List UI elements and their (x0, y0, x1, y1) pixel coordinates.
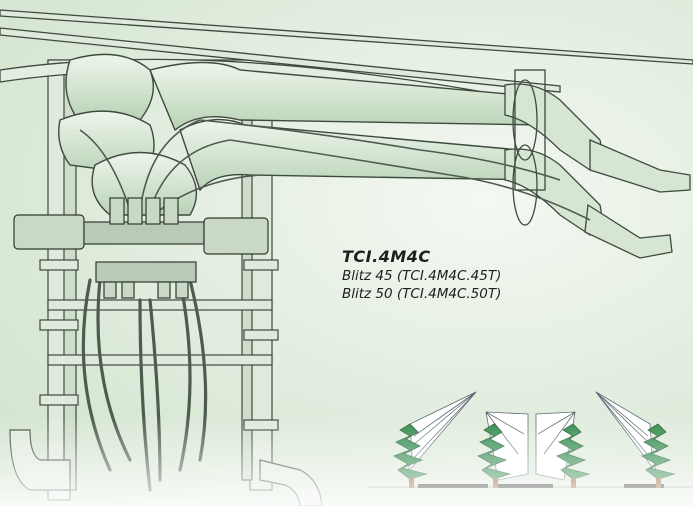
model-variant-50: Blitz 50 (TCI.4M4C.50T) (342, 286, 502, 302)
tree-icon (641, 423, 676, 488)
tree-icon (556, 423, 591, 488)
model-info: TCI.4M4C Blitz 45 (TCI.4M4C.45T) Blitz 5… (342, 248, 501, 303)
spray-pattern-icon (368, 391, 693, 488)
tree-icon (477, 423, 512, 488)
model-variant-45: Blitz 45 (TCI.4M4C.45T) (342, 268, 502, 284)
tree-icon (393, 423, 428, 488)
model-code: TCI.4M4C (342, 247, 431, 266)
